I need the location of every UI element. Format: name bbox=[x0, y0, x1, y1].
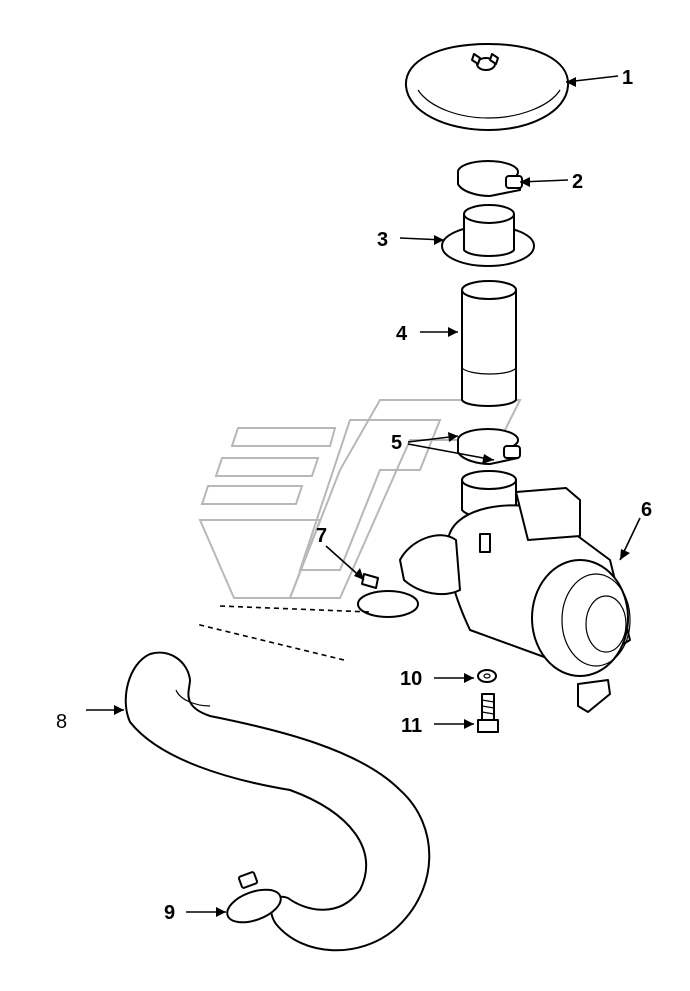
part-7-clamp bbox=[357, 573, 419, 618]
callout-3: 3 bbox=[377, 229, 388, 251]
part-11-bolt bbox=[477, 693, 499, 733]
part-8-hose bbox=[124, 651, 431, 952]
leader-lines bbox=[86, 75, 641, 917]
part-10-washer bbox=[477, 669, 497, 683]
callout-6: 6 bbox=[641, 499, 652, 521]
callout-2: 2 bbox=[572, 171, 583, 193]
callout-10: 10 bbox=[400, 668, 422, 690]
callout-8: 8 bbox=[56, 711, 67, 733]
part-5-clamp bbox=[457, 428, 521, 465]
callout-9: 9 bbox=[164, 902, 175, 924]
part-2-clamp bbox=[457, 160, 523, 197]
part-4-tube bbox=[461, 280, 517, 407]
callout-4: 4 bbox=[396, 323, 408, 345]
callout-11: 11 bbox=[401, 715, 422, 737]
watermark-logo bbox=[198, 399, 522, 599]
callout-1: 1 bbox=[622, 67, 633, 89]
part-3-flange bbox=[441, 204, 535, 267]
hose-connection-dashed-line bbox=[195, 605, 371, 661]
callout-5: 5 bbox=[391, 432, 402, 454]
part-6-air-filter bbox=[399, 470, 631, 713]
part-1-cover bbox=[404, 43, 570, 131]
part-9-clamp bbox=[226, 871, 282, 924]
callout-7: 7 bbox=[316, 525, 327, 547]
